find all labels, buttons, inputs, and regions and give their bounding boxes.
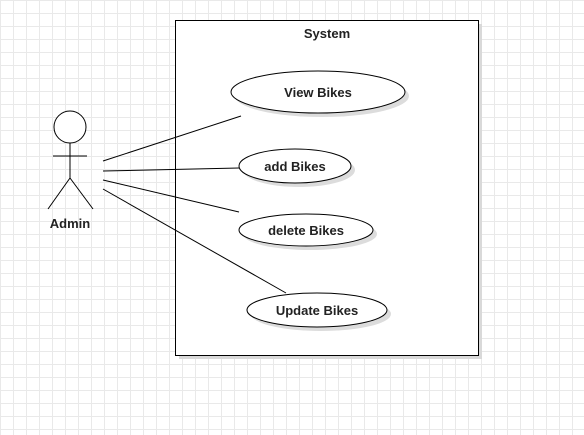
actor-right-leg — [69, 177, 94, 210]
use-case-delete-bikes[interactable]: delete Bikes — [238, 213, 377, 250]
association-view-bikes[interactable] — [102, 115, 242, 162]
use-case-ellipse — [238, 213, 374, 247]
use-case-ellipse — [230, 70, 406, 114]
use-case-label: delete Bikes — [268, 223, 344, 238]
use-case-label: View Bikes — [284, 85, 352, 100]
use-case-ellipse — [238, 148, 352, 184]
use-case-add-bikes[interactable]: add Bikes — [238, 148, 355, 187]
actor-admin[interactable] — [47, 110, 94, 210]
system-title: System — [304, 26, 350, 41]
use-case-view-bikes[interactable]: View Bikes — [230, 70, 409, 117]
use-case-label: Update Bikes — [276, 303, 358, 318]
associations — [102, 115, 287, 294]
association-add-bikes[interactable] — [102, 167, 240, 172]
use-case-ellipse — [246, 292, 388, 328]
actor-left-leg — [47, 177, 71, 210]
actor-head — [53, 110, 87, 144]
association-delete-bikes[interactable] — [102, 179, 240, 213]
use-case-label: add Bikes — [264, 159, 325, 174]
actor-name: Admin — [50, 216, 91, 231]
association-update-bikes[interactable] — [102, 188, 287, 294]
use-case-update-bikes[interactable]: Update Bikes — [246, 292, 391, 331]
